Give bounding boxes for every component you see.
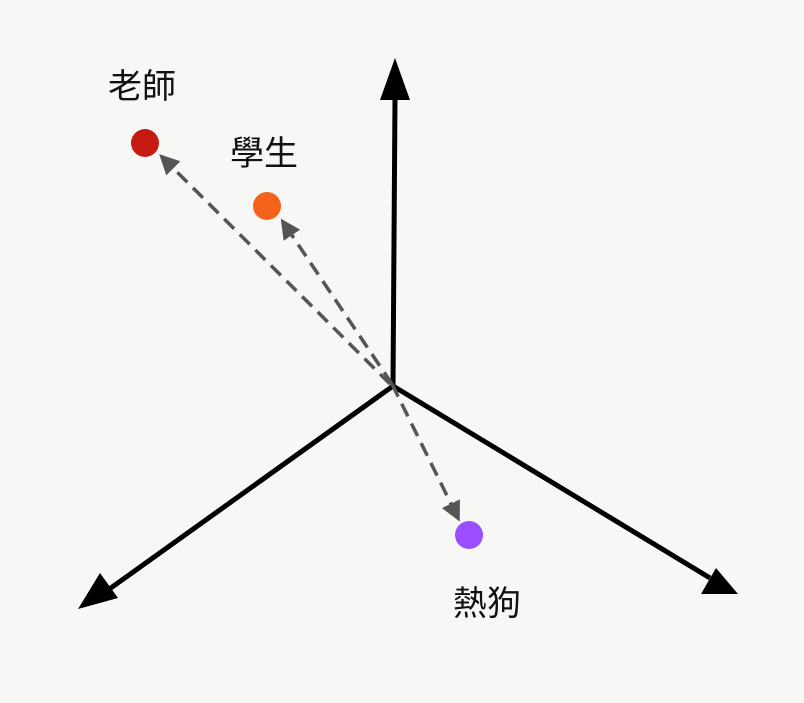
teacher-label: 老師 <box>108 67 176 107</box>
axis-left <box>106 383 395 593</box>
dashed-vectors <box>159 154 460 522</box>
hotdog-point <box>455 521 483 549</box>
vector-to-hotdog <box>390 383 460 522</box>
labels: 老師 學生 熱狗 <box>108 67 521 624</box>
points <box>131 129 483 549</box>
axis-right <box>391 383 712 581</box>
axis-right-arrowhead <box>701 568 738 594</box>
student-label: 學生 <box>230 134 298 174</box>
axes <box>78 58 738 609</box>
teacher-point <box>131 129 159 157</box>
vector-to-teacher <box>159 154 392 386</box>
axis-up <box>390 97 398 387</box>
hotdog-label: 熱狗 <box>453 584 521 624</box>
axis-up-arrowhead <box>380 58 410 100</box>
vector-to-student <box>280 218 394 385</box>
student-point <box>253 192 281 220</box>
axis-left-arrowhead <box>78 573 118 609</box>
